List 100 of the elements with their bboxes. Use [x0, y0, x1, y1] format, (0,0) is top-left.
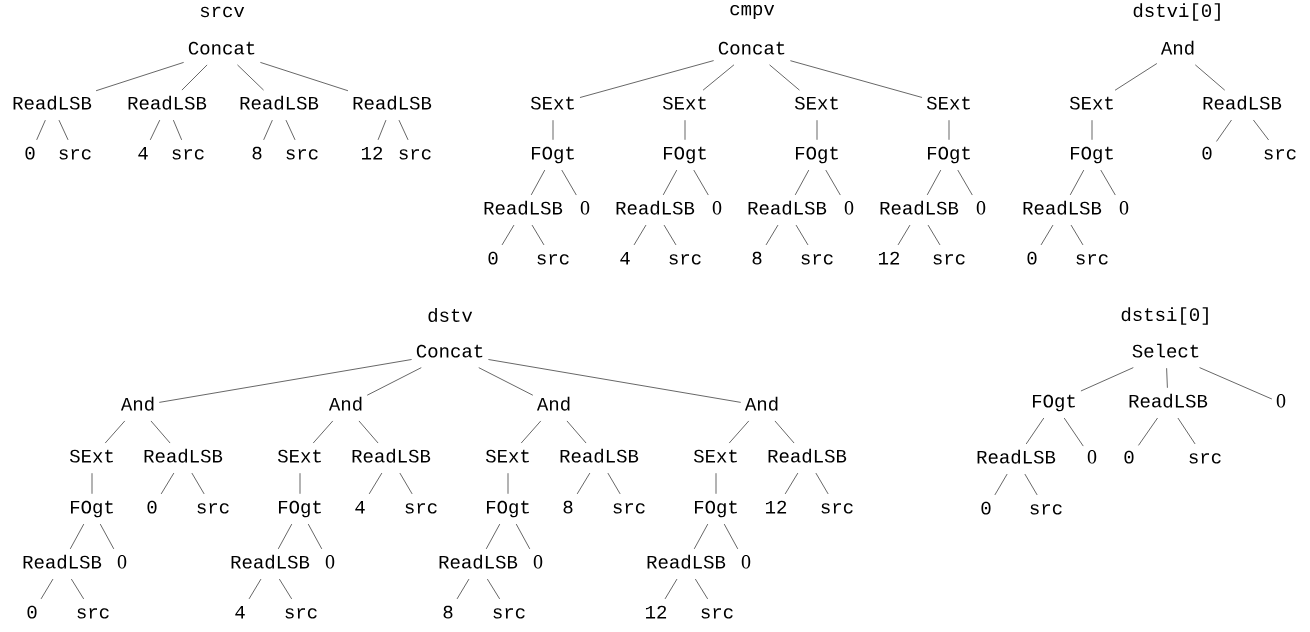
node-label: ReadLSB — [352, 448, 431, 463]
tree-edge — [769, 64, 800, 91]
tree-edge — [664, 578, 678, 600]
node-label: And — [328, 396, 362, 411]
tree-edge — [307, 523, 323, 550]
node-label: FOgt — [71, 500, 113, 518]
node-label: 8 — [443, 605, 453, 619]
tree-edge — [1216, 119, 1232, 142]
node-label: ReadLSB — [1203, 95, 1282, 110]
tree-edge — [1253, 119, 1269, 141]
tree-title: dstvi[0] — [1133, 3, 1220, 21]
node-label: 0 — [844, 201, 854, 215]
tree-edge — [927, 224, 941, 246]
node-label: ReadLSB — [439, 554, 518, 569]
tree-edge — [715, 472, 717, 495]
tree-title: cmpv — [730, 4, 775, 20]
node-label: 0 — [325, 555, 335, 569]
node-label: FOgt — [279, 500, 321, 518]
node-label: 0 — [27, 605, 37, 619]
tree-edge — [693, 523, 709, 550]
node-label: ReadLSB — [1129, 393, 1208, 408]
node-label: src — [1264, 149, 1296, 160]
tree-edge — [520, 420, 542, 444]
node-label: ReadLSB — [13, 95, 92, 110]
node-label: 0 — [1124, 450, 1134, 464]
tree-edge — [173, 119, 182, 141]
node-label: Concat — [416, 344, 483, 358]
node-label: SExt — [530, 96, 574, 110]
node-label: And — [1160, 40, 1194, 55]
node-label: FOgt — [1033, 394, 1075, 412]
node-label: 0 — [25, 146, 35, 160]
node-label: ReadLSB — [353, 95, 432, 110]
node-label: SExt — [662, 96, 706, 110]
tree-edge — [795, 224, 809, 246]
node-label: 0 — [1202, 146, 1212, 160]
node-label: 4 — [355, 500, 365, 514]
tree-edge — [485, 523, 501, 550]
tree-edge — [897, 224, 911, 246]
node-label: src — [1076, 254, 1108, 265]
tree-edge — [1166, 367, 1168, 389]
tree-edge — [561, 169, 577, 196]
tree-edge — [150, 420, 171, 444]
tree-title: dstv — [428, 308, 473, 322]
tree-edge — [358, 420, 379, 444]
tree-edge — [1114, 63, 1158, 91]
tree-edge — [279, 578, 292, 600]
node-label: 4 — [235, 605, 245, 619]
tree-edge — [312, 420, 334, 444]
node-label: ReadLSB — [880, 200, 959, 215]
node-label: src — [669, 254, 701, 265]
tree-edge — [1063, 417, 1084, 447]
tree-edge — [552, 119, 554, 141]
node-label: src — [933, 254, 965, 265]
node-label: 0 — [580, 201, 590, 215]
tree-edge — [366, 367, 422, 396]
node-label: ReadLSB — [616, 200, 695, 215]
node-label: src — [493, 608, 525, 619]
node-label: 0 — [712, 201, 722, 215]
tree-edge — [160, 472, 175, 495]
node-label: 0 — [741, 555, 751, 569]
node-label: 12 — [879, 251, 900, 265]
tree-edge — [693, 169, 709, 196]
tree-edge — [191, 472, 205, 495]
tree-edge — [1024, 473, 1038, 496]
tree-edge — [456, 578, 470, 600]
node-label: 8 — [563, 500, 573, 514]
node-label: 12 — [646, 605, 667, 619]
tree-edge — [662, 169, 678, 196]
node-label: FOgt — [532, 146, 574, 164]
tree-edge — [728, 420, 750, 444]
node-label: 0 — [981, 501, 991, 515]
node-label: Select — [1132, 343, 1199, 358]
tree-edge — [95, 62, 184, 92]
node-label: ReadLSB — [647, 554, 726, 569]
tree-edge — [501, 224, 515, 246]
node-label: SExt — [1069, 96, 1113, 110]
tree-edge — [607, 472, 621, 495]
tree-edge — [695, 578, 708, 600]
node-label: src — [821, 503, 853, 514]
tree-edge — [149, 119, 161, 141]
node-label: 0 — [1027, 251, 1037, 265]
tree-edge — [663, 224, 677, 246]
tree-edge — [515, 523, 531, 550]
node-label: 0 — [147, 500, 157, 514]
node-label: FOgt — [928, 146, 970, 164]
tree-edge — [377, 119, 387, 141]
node-label: SExt — [69, 449, 113, 463]
node-label: ReadLSB — [560, 448, 639, 463]
tree-edge — [58, 119, 69, 141]
tree-edge — [277, 523, 293, 550]
node-label: 0 — [1087, 450, 1097, 464]
tree-edge — [1100, 169, 1116, 196]
node-label: SExt — [277, 449, 321, 463]
node-label: Concat — [718, 41, 785, 55]
tree-edge — [69, 523, 85, 550]
tree-edge — [576, 472, 591, 495]
node-label: src — [399, 149, 431, 160]
tree-edge — [825, 169, 841, 196]
tree-edge — [478, 367, 534, 396]
node-label: 0 — [976, 201, 986, 215]
